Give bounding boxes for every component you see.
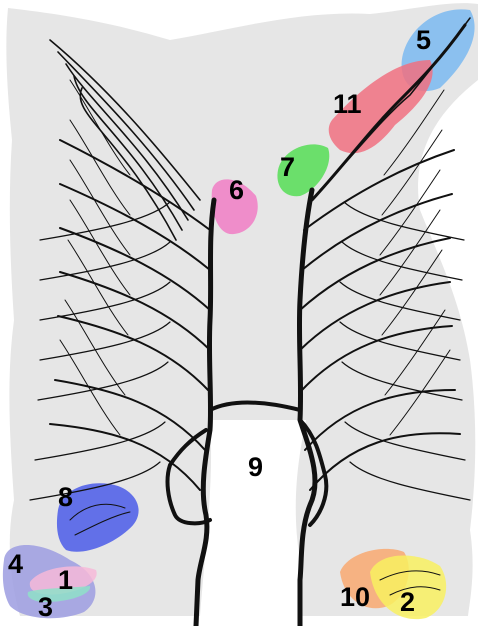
right-lateral-vein (309, 432, 461, 491)
left-minor-vein (37, 361, 169, 401)
left-minor-vein (67, 239, 129, 336)
left-lateral-vein (59, 183, 211, 271)
left-upper-vein (79, 87, 177, 241)
region2-vein (379, 570, 441, 581)
region8-vein (69, 503, 126, 521)
right-minor-vein (379, 169, 441, 256)
cross-vein-top (208, 400, 302, 412)
label-8: 8 (58, 482, 73, 512)
label-9: 9 (248, 452, 263, 482)
right-minor-vein (341, 361, 463, 401)
left-minor-vein (34, 421, 166, 461)
right-minor-vein (381, 249, 443, 336)
left-minor-vein (69, 119, 131, 216)
left-upper-vein (65, 63, 189, 221)
region8-vein (74, 511, 131, 536)
label-4: 4 (8, 549, 23, 579)
left-minor-vein (59, 339, 121, 436)
right-minor-vein (379, 209, 441, 296)
label-7: 7 (280, 152, 295, 182)
vein-network (29, 17, 471, 626)
right-minor-vein (341, 241, 463, 281)
region-7-highlight (277, 144, 330, 197)
label-2: 2 (400, 587, 415, 617)
region-11-highlight (328, 60, 433, 154)
label-10: 10 (340, 582, 370, 612)
right-lateral-vein (301, 325, 453, 391)
right-minor-vein (344, 421, 466, 461)
region-6-highlight (211, 179, 258, 235)
right-minor-vein (383, 89, 445, 176)
right-minor-vein (384, 309, 446, 396)
left-upper-vein (73, 75, 183, 231)
left-minor-vein (39, 241, 171, 281)
main-vein-left (193, 197, 217, 626)
left-lateral-vein (59, 271, 211, 351)
left-upper-vein (49, 39, 201, 201)
right-minor-vein (381, 129, 443, 216)
left-branch-lower (165, 428, 212, 526)
right-minor-vein (339, 321, 461, 361)
left-lateral-vein (59, 227, 211, 311)
right-lateral-vein (304, 389, 456, 451)
left-minor-vein (29, 461, 161, 501)
label-11: 11 (333, 89, 362, 119)
right-minor-vein (349, 461, 471, 501)
right-lateral-vein (299, 237, 451, 311)
region-3-highlight (27, 586, 91, 602)
left-lateral-vein (54, 379, 206, 451)
left-lateral-vein (57, 315, 209, 391)
left-minor-vein (39, 201, 171, 241)
right-lateral-vein (301, 193, 453, 271)
right-minor-vein (343, 201, 465, 241)
label-6: 6 (229, 175, 244, 205)
region2-vein (389, 586, 441, 596)
label-3: 3 (38, 592, 53, 622)
right-minor-vein (389, 349, 451, 436)
right-upper-minor-vein (319, 17, 471, 191)
label-5: 5 (416, 25, 431, 55)
left-minor-vein (64, 299, 126, 396)
left-minor-vein (39, 321, 171, 361)
right-lateral-vein (303, 149, 455, 231)
right-lateral-vein (299, 281, 451, 351)
right-minor-vein (339, 281, 461, 321)
region-8-highlight (56, 483, 139, 552)
left-minor-vein (69, 159, 131, 256)
left-lateral-vein (49, 423, 201, 491)
specimen-background (6, 3, 479, 617)
label-1: 1 (58, 565, 73, 595)
left-minor-vein (69, 199, 131, 296)
left-upper-vein (57, 51, 195, 211)
